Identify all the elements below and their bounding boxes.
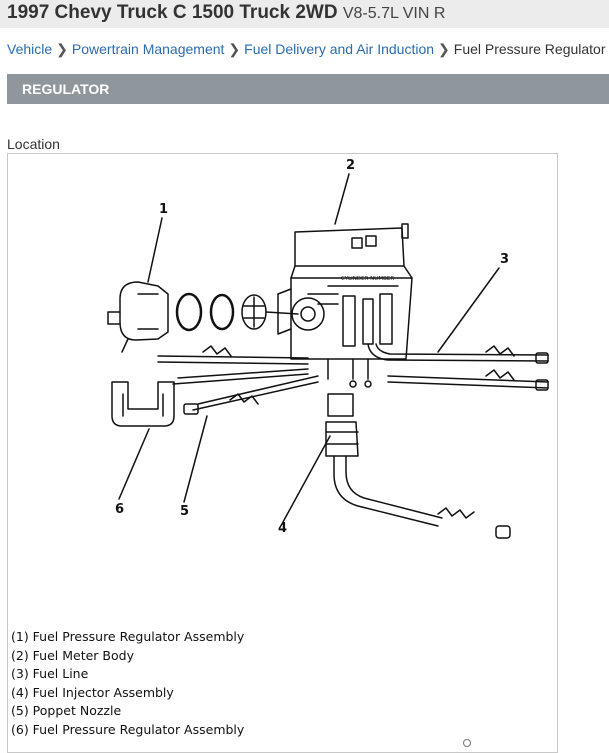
title-bar: 1997 Chevy Truck C 1500 Truck 2WD V8-5.7… bbox=[0, 0, 609, 28]
page-title: 1997 Chevy Truck C 1500 Truck 2WD V8-5.7… bbox=[7, 2, 445, 24]
parts-legend: (1) Fuel Pressure Regulator Assembly (2)… bbox=[11, 628, 244, 740]
leader-line-4 bbox=[282, 435, 331, 523]
legend-item: (3) Fuel Line bbox=[11, 666, 89, 682]
leader-line-1 bbox=[147, 217, 163, 283]
fuel-injector bbox=[325, 393, 511, 539]
engine-subtitle: V8-5.7L VIN R bbox=[342, 5, 446, 22]
retainer-clip bbox=[111, 381, 175, 427]
legend-item: (6) Fuel Pressure Regulator Assembly bbox=[11, 721, 245, 737]
scroll-indicator[interactable] bbox=[463, 739, 471, 747]
fuel-meter-body: CYLINDER NUMBER bbox=[277, 223, 413, 388]
legend-item: (1) Fuel Pressure Regulator Assembly bbox=[11, 629, 245, 644]
pressure-regulator bbox=[107, 281, 169, 353]
breadcrumb-fuel-delivery[interactable]: Fuel Delivery and Air Induction bbox=[244, 41, 435, 57]
regulator-diagram: 1 2 3 4 5 6 CYL bbox=[7, 153, 558, 753]
body-label: CYLINDER NUMBER bbox=[341, 276, 394, 282]
legend-item: (5) Poppet Nozzle bbox=[11, 703, 122, 719]
callout-3: 3 bbox=[500, 252, 509, 267]
callout-5: 5 bbox=[180, 504, 189, 519]
fuel-lines bbox=[157, 343, 549, 415]
legend-item: (2) Fuel Meter Body bbox=[11, 647, 134, 663]
location-label: Location bbox=[7, 136, 60, 152]
callout-2: 2 bbox=[346, 158, 355, 173]
chevron-right-icon: ❯ bbox=[438, 41, 450, 57]
diagram-svg: 1 2 3 4 5 6 CYL bbox=[107, 158, 549, 539]
section-title: REGULATOR bbox=[22, 81, 110, 97]
seal-rings bbox=[175, 292, 299, 332]
callout-4: 4 bbox=[278, 521, 287, 536]
leader-line-5 bbox=[183, 415, 208, 503]
leader-line-3 bbox=[437, 267, 500, 353]
breadcrumb-vehicle[interactable]: Vehicle bbox=[7, 41, 53, 57]
leader-line-2 bbox=[334, 173, 350, 225]
breadcrumb-powertrain-management[interactable]: Powertrain Management bbox=[71, 41, 225, 57]
chevron-right-icon: ❯ bbox=[228, 41, 241, 57]
callout-6: 6 bbox=[115, 502, 124, 517]
breadcrumb-current: Fuel Pressure Regulator bbox=[453, 41, 606, 57]
chevron-right-icon: ❯ bbox=[56, 41, 68, 57]
legend-item: (4) Fuel Injector Assembly bbox=[11, 684, 174, 700]
breadcrumb: Vehicle❯Powertrain Management❯Fuel Deliv… bbox=[7, 41, 606, 58]
section-header: REGULATOR bbox=[7, 74, 609, 104]
leader-line-6 bbox=[118, 428, 150, 500]
vehicle-title: 1997 Chevy Truck C 1500 Truck 2WD bbox=[7, 2, 338, 23]
callout-1: 1 bbox=[159, 202, 168, 217]
